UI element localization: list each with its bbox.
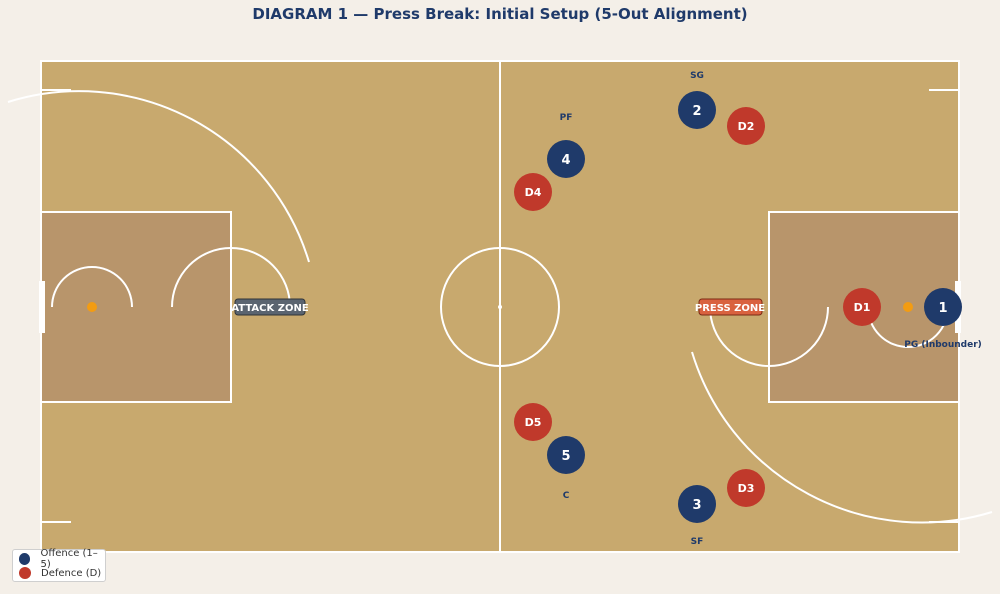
svg-text:D4: D4 (525, 186, 542, 199)
svg-text:D1: D1 (854, 301, 871, 314)
svg-text:D2: D2 (738, 120, 755, 133)
svg-text:4: 4 (561, 153, 570, 168)
svg-text:5: 5 (561, 449, 570, 464)
offence-player-1-role: PG (Inbounder) (904, 340, 982, 350)
left-three-point-arc (7, 90, 310, 263)
left-paint (40, 211, 232, 403)
offence-player-2: 2 (678, 91, 716, 129)
left-hoop (87, 302, 97, 312)
defender-d3: D3 (727, 469, 765, 507)
offence-player-5-role: C (563, 491, 570, 501)
attack-zone-label: ATTACK ZONE (231, 298, 309, 316)
left-backboard (39, 281, 45, 333)
defender-d4: D4 (514, 173, 552, 211)
diagram-title: DIAGRAM 1 — Press Break: Initial Setup (… (252, 5, 748, 23)
legend-offence-label: Offence (1–5) (40, 548, 98, 570)
svg-text:2: 2 (692, 104, 701, 119)
defender-d2: D2 (727, 107, 765, 145)
offence-player-4-role: PF (560, 113, 573, 123)
legend: Offence (1–5) Defence (D) (12, 548, 106, 582)
svg-text:1: 1 (938, 301, 947, 316)
offence-player-2-role: SG (690, 71, 704, 81)
right-hoop (903, 302, 913, 312)
offence-player-3: 3 (678, 485, 716, 523)
offence-player-5: 5 (547, 436, 585, 474)
svg-text:D3: D3 (738, 482, 755, 495)
offence-player-4: 4 (547, 140, 585, 178)
legend-item-defence: Defence (D) (19, 566, 101, 580)
legend-item-offence: Offence (1–5) (19, 548, 105, 570)
svg-text:D5: D5 (525, 416, 542, 429)
legend-defence-label: Defence (D) (41, 567, 102, 579)
svg-text:3: 3 (692, 498, 701, 513)
defence-swatch-icon (19, 567, 31, 579)
attack-zone-text: ATTACK ZONE (231, 303, 308, 314)
defender-d1: D1 (843, 288, 881, 326)
left-free-throw-arc (171, 247, 291, 308)
offence-swatch-icon (19, 553, 31, 565)
defender-d5: D5 (514, 403, 552, 441)
center-circle (440, 247, 560, 367)
press-zone-label: PRESS ZONE (695, 298, 765, 316)
left-restricted-arc (51, 266, 133, 308)
press-zone-text: PRESS ZONE (695, 303, 765, 314)
offence-player-3-role: SF (691, 537, 704, 547)
offence-player-1: 1 (924, 288, 962, 326)
center-dot (498, 305, 502, 309)
right-free-throw-arc (709, 306, 829, 367)
